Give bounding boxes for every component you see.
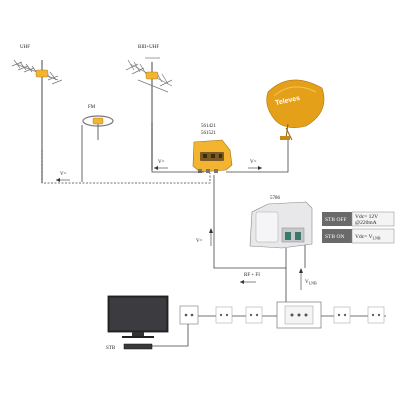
vlnb-label: VLNB	[305, 280, 317, 286]
stb-off-value-2: @220mA	[355, 220, 377, 226]
v-vertical-label: V=	[196, 239, 203, 244]
splitter-box	[276, 301, 322, 329]
stb-off-value-1: Vdc= 12V	[355, 214, 378, 220]
row2-value-cell	[351, 228, 395, 244]
amplifier-model-1: 561421	[201, 124, 217, 129]
vlnb-indicator: VLNB	[299, 268, 317, 290]
wall-socket	[245, 306, 263, 324]
stb-off-label: STB OFF	[325, 217, 347, 223]
rf-fi-indicator: RF + FI	[240, 273, 260, 284]
amplifier: 561421 561521	[192, 124, 233, 173]
v-right-label: V=	[250, 160, 257, 165]
v-left-label: V=	[60, 172, 67, 177]
fm-label: FM	[88, 105, 96, 110]
row2-label-cell	[322, 229, 352, 243]
amplifier-model-2: 561521	[201, 131, 217, 136]
uhf-label: UHF	[20, 45, 30, 50]
rf-fi-label: RF + FI	[244, 273, 260, 278]
row1-value-cell	[351, 211, 395, 227]
power-labels: V= V= V= V=	[56, 160, 262, 246]
psu-model-label: 5786	[270, 196, 281, 201]
stb-voltage-table: STB OFF Vdc= 12V @220mA STB ON Vdc= VLNB	[322, 211, 395, 244]
wall-sockets	[179, 301, 385, 329]
wall-socket	[215, 306, 233, 324]
wall-socket	[367, 306, 385, 324]
uhf-antenna: UHF	[11, 45, 63, 183]
fm-antenna: FM	[82, 105, 114, 140]
satellite-dish: Televes	[266, 79, 325, 141]
row1-label-cell	[322, 212, 352, 226]
wall-socket	[333, 306, 351, 324]
wall-socket	[179, 305, 199, 325]
v-mid-label: V=	[158, 160, 165, 165]
biii-uhf-label: BIII+UHF	[138, 45, 159, 50]
biii-uhf-antenna: BIII+UHF	[125, 45, 173, 170]
set-top-box: STB	[106, 343, 153, 351]
stb-on-label: STB ON	[325, 234, 344, 240]
television	[107, 295, 169, 338]
power-supply-5786: 5786	[249, 196, 313, 249]
stb-label: STB	[106, 346, 116, 351]
stb-on-value: Vdc= VLNB	[355, 234, 381, 241]
